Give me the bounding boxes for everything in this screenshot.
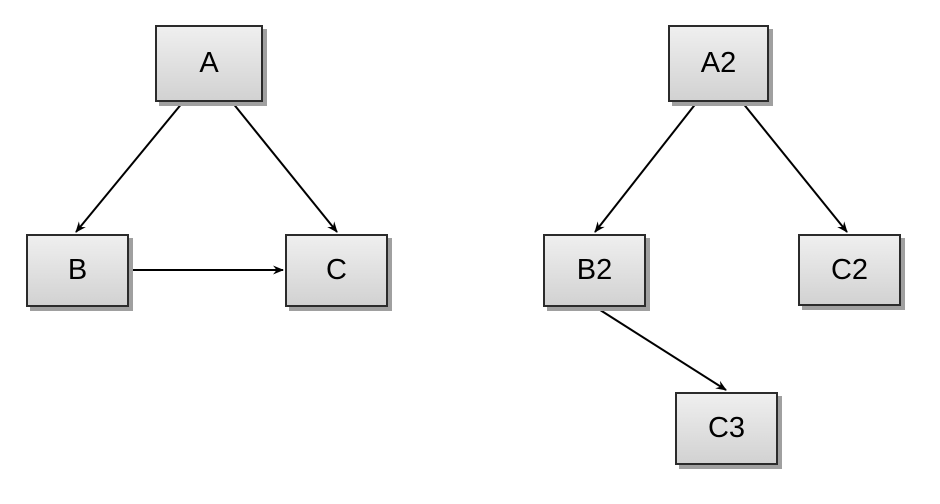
edge-a-to-b (75, 101, 184, 233)
node-b[interactable]: B (26, 234, 129, 307)
node-a[interactable]: A (155, 25, 263, 102)
edge-a2-to-b2 (594, 101, 698, 233)
node-b2[interactable]: B2 (543, 234, 646, 307)
node-c[interactable]: C (285, 234, 388, 307)
edges-group (75, 101, 848, 391)
node-label-a2: A2 (700, 47, 737, 79)
node-a2[interactable]: A2 (668, 25, 769, 102)
edge-b2-to-c3 (596, 307, 727, 391)
node-c2[interactable]: C2 (798, 234, 901, 306)
node-label-a: A (199, 47, 219, 79)
node-c3[interactable]: C3 (675, 392, 778, 465)
node-label-b: B (67, 254, 88, 286)
node-label-c2: C2 (830, 253, 869, 286)
node-label-c: C (326, 254, 347, 286)
node-label-b2: B2 (576, 254, 613, 286)
node-label-c3: C3 (707, 412, 746, 444)
edge-a-to-c (231, 101, 338, 233)
edge-a2-to-c2 (741, 101, 848, 233)
